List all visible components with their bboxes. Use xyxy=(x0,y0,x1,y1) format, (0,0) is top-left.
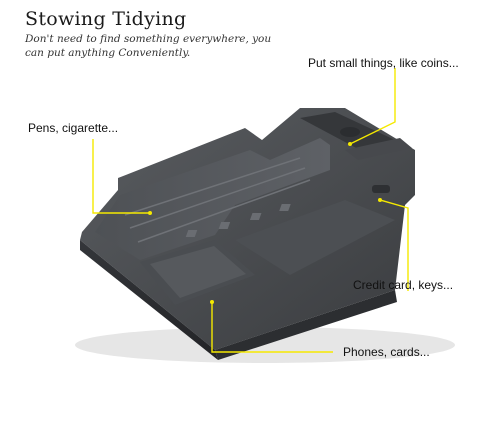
tray-side-wall xyxy=(215,290,397,360)
phone-compartment-inner xyxy=(150,246,246,298)
coin-ledge xyxy=(345,138,412,160)
ridge xyxy=(124,157,301,216)
callout-pens: Pens, cigarette... xyxy=(28,121,119,135)
leader-lines xyxy=(92,68,409,353)
slot-square xyxy=(279,204,291,211)
tray-shadow xyxy=(75,327,455,363)
card-compartment xyxy=(235,200,395,275)
ridge xyxy=(137,179,311,243)
page-title: Stowing Tidying xyxy=(25,8,187,30)
callout-small-things: Put small things, like coins... xyxy=(308,56,459,70)
slot-square xyxy=(218,222,231,229)
keyhole-slot xyxy=(372,185,390,193)
callout-phones: Phones, cards... xyxy=(343,345,430,359)
coin-recess xyxy=(340,127,360,137)
callout-cards-keys: Credit card, keys... xyxy=(353,278,454,292)
subtitle-line-2: can put anything Conveniently. xyxy=(25,47,191,59)
slot-square xyxy=(249,213,262,220)
subtitle-line-1: Don't need to find something everywhere,… xyxy=(25,33,272,45)
ridge xyxy=(129,167,306,229)
slot-square xyxy=(185,230,198,237)
tray-front-wall xyxy=(80,240,218,360)
